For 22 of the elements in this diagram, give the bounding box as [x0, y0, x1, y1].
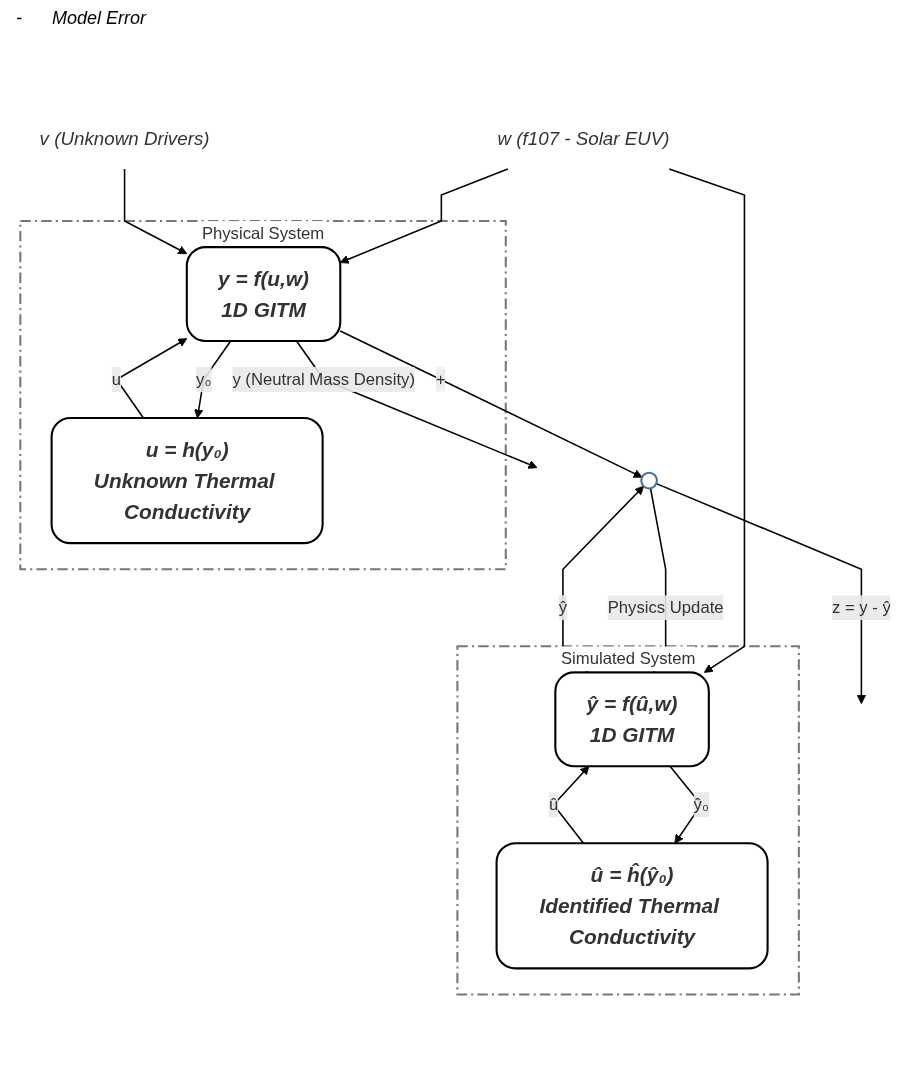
note-text: -: [16, 8, 22, 29]
arrow: [194, 340, 232, 419]
edge-label: z = y - ŷ: [831, 598, 891, 617]
edge-label: û: [548, 795, 559, 814]
node-text: v (Unknown Drivers): [39, 128, 210, 150]
node-text: w (f107 - Solar EUV): [497, 128, 670, 150]
node-box: ŷ = f(û,w) 1D GITM: [554, 671, 710, 768]
node-box: û = ĥ(ŷ₀) Identified Thermal Conductivity: [495, 842, 769, 970]
edge-label: y₀: [196, 370, 212, 388]
edge-label: y (Neutral Mass Density): [232, 370, 415, 388]
arrow: [655, 482, 866, 705]
note-text: Model Error: [52, 8, 147, 29]
node-box: y = f(u,w) 1D GITM: [185, 246, 342, 342]
edge-label: +: [435, 370, 446, 388]
arrow: [295, 340, 538, 469]
edge-label: u: [111, 370, 122, 388]
node-circle: [640, 471, 658, 490]
edge-label: ŷ₀: [693, 795, 709, 814]
edge-label: ŷ: [558, 598, 568, 617]
arrow: [668, 168, 746, 673]
node-box: u = h(y₀) Unknown Thermal Conductivity: [50, 417, 324, 545]
edge-label: Physics Update: [607, 598, 724, 617]
